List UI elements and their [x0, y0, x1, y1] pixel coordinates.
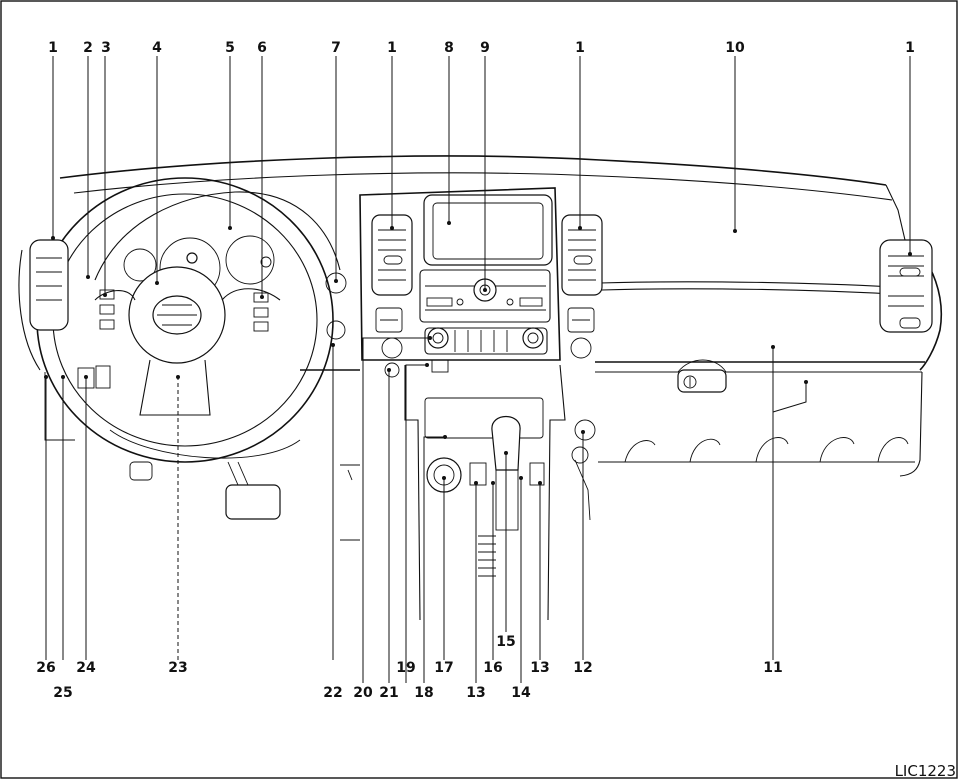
callout-11: 11	[763, 660, 782, 676]
callout-5: 5	[225, 40, 235, 56]
center-stack	[359, 187, 595, 361]
callout-2: 2	[83, 40, 93, 56]
steering-wheel	[18, 177, 360, 541]
callout-1-center-right-vent: 1	[575, 40, 585, 56]
figure-code: LIC1223	[895, 762, 956, 779]
callout-22: 22	[323, 685, 342, 701]
right-vent	[879, 239, 933, 333]
callout-8: 8	[444, 40, 454, 56]
callout-20: 20	[353, 685, 373, 701]
callout-21: 21	[379, 685, 398, 701]
callouts-bottom: 26 25 24 23 22 20 21 19 18 17 13 16 15 1…	[36, 634, 782, 701]
callout-23: 23	[168, 660, 187, 676]
callout-14: 14	[511, 685, 531, 701]
callout-1-center-left-vent: 1	[387, 40, 397, 56]
callout-4: 4	[152, 40, 162, 56]
callout-26: 26	[36, 660, 55, 676]
callouts-top: 1 2 3 4 5 6 7 1 8 9 1 10 1	[48, 40, 915, 56]
callout-9: 9	[480, 40, 490, 56]
callout-13-right: 13	[530, 660, 549, 676]
callout-6: 6	[257, 40, 267, 56]
callout-24: 24	[76, 660, 96, 676]
callout-25: 25	[53, 685, 72, 701]
callout-10: 10	[725, 40, 745, 56]
callout-19: 19	[396, 660, 415, 676]
callout-18: 18	[414, 685, 433, 701]
callout-3: 3	[101, 40, 111, 56]
center-vents	[371, 214, 603, 296]
center-console	[384, 359, 596, 621]
callout-12: 12	[573, 660, 592, 676]
callout-15: 15	[496, 634, 515, 650]
callout-1-right-vent: 1	[905, 40, 915, 56]
callout-13-left: 13	[466, 685, 485, 701]
dashboard-outline	[59, 155, 943, 477]
callout-1-left-vent: 1	[48, 40, 58, 56]
callout-7: 7	[331, 40, 341, 56]
callout-16: 16	[483, 660, 502, 676]
leader-lines	[44, 56, 912, 683]
callout-17: 17	[434, 660, 453, 676]
